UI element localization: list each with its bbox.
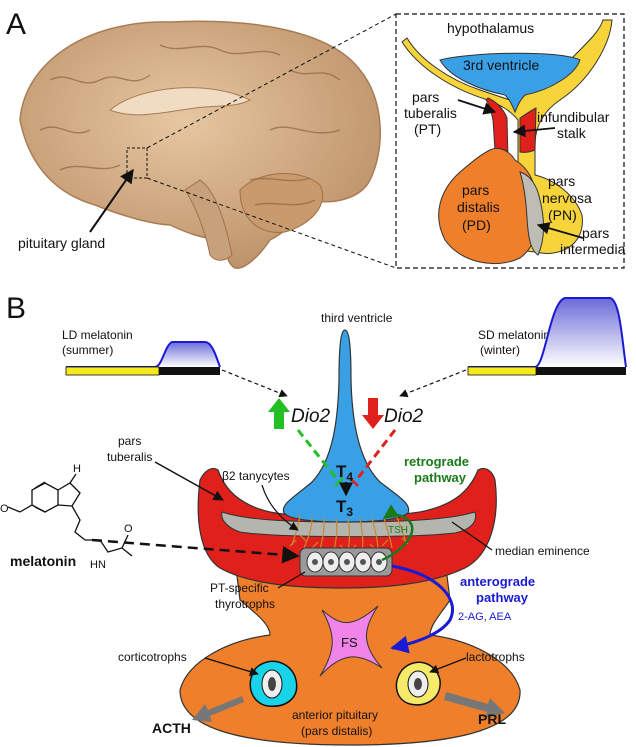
sd-melatonin-fill bbox=[468, 298, 626, 367]
acth-arrow-icon bbox=[192, 696, 244, 722]
ld-dark-bar bbox=[159, 367, 220, 375]
brain-image bbox=[19, 20, 381, 269]
sd-light-bar bbox=[467, 366, 537, 376]
zoom-line-bottom bbox=[146, 177, 397, 269]
tsh-label: TSH bbox=[388, 525, 408, 536]
lactotroph-cell bbox=[395, 661, 441, 706]
melatonin-label: melatonin bbox=[10, 553, 76, 569]
anterograde-line1: anterograde bbox=[460, 574, 535, 589]
carbonyl-o: O bbox=[124, 523, 133, 535]
pt-label-line2: tuberalis bbox=[107, 450, 152, 464]
third-ventricle-inset-label: 3rd ventricle bbox=[463, 57, 539, 73]
thyrotrophs-leader bbox=[277, 571, 306, 589]
stalk-label-line1: infundibular bbox=[537, 109, 610, 125]
pd-inset-line3: (PD) bbox=[462, 217, 491, 233]
dio2-down-tick bbox=[349, 477, 359, 487]
stalk-label-line2: stalk bbox=[557, 125, 587, 141]
corticotrophs-label: corticotrophs bbox=[118, 650, 187, 664]
dio2-up-dashed bbox=[296, 429, 338, 479]
t3-label: T3 bbox=[336, 497, 353, 519]
pituitary-zoom-box bbox=[126, 147, 148, 179]
tanycytes-arrow bbox=[261, 484, 299, 531]
dio2-up-label: Dio2 bbox=[291, 406, 331, 427]
tanycytes-label: β2 tanycytes bbox=[222, 469, 290, 483]
anterior-pituitary-line2: (pars distalis) bbox=[301, 724, 372, 738]
pt-inset-arrow bbox=[457, 99, 497, 115]
pd-inset-line1: pars bbox=[462, 182, 489, 198]
indole-nh: H bbox=[73, 463, 81, 475]
corticotroph-cell bbox=[249, 660, 298, 707]
t4-label: T4 bbox=[336, 462, 353, 484]
dio2-down-label: Dio2 bbox=[384, 406, 424, 427]
dio2-up-tick bbox=[334, 477, 344, 487]
panel-a-letter: A bbox=[6, 8, 26, 41]
pituitary-gland-arrow bbox=[89, 168, 134, 233]
stalk-arrow bbox=[512, 124, 556, 138]
pd-inset-line2: distalis bbox=[457, 199, 500, 215]
ld-melatonin-fill bbox=[66, 342, 220, 367]
sd-melatonin-line2: (winter) bbox=[480, 343, 520, 357]
ld-melatonin-curve bbox=[66, 341, 221, 368]
amide-hn: HN bbox=[90, 559, 106, 571]
ld-to-dio2-arrow bbox=[221, 369, 288, 398]
ld-melatonin-line2: (summer) bbox=[62, 343, 113, 357]
acth-label: ACTH bbox=[152, 720, 191, 736]
anterograde-line2: pathway bbox=[476, 590, 529, 605]
lactotrophs-label: lactotrophs bbox=[466, 650, 525, 664]
pn-inset-line2: nervosa bbox=[542, 190, 592, 206]
anterior-pituitary-line1: anterior pituitary bbox=[292, 708, 378, 722]
methoxy-o: O bbox=[0, 503, 9, 515]
ld-melatonin-line1: LD melatonin bbox=[62, 328, 133, 342]
dio2-up-arrow-icon bbox=[268, 398, 290, 429]
pt-inset-line3: (PT) bbox=[414, 121, 441, 137]
lactotrophs-arrow bbox=[429, 657, 467, 674]
pn-inset-line3: (PN) bbox=[548, 207, 577, 223]
ld-light-bar bbox=[65, 366, 160, 376]
retrograde-line2: pathway bbox=[414, 470, 467, 485]
pt-thyrotroph-cells bbox=[299, 547, 393, 577]
zoom-line-top bbox=[146, 13, 397, 149]
median-eminence-label: median eminence bbox=[495, 544, 590, 558]
median-eminence-leader bbox=[451, 521, 493, 551]
melatonin-arrow bbox=[91, 538, 300, 564]
ag-aea-label: 2-AG, AEA bbox=[458, 611, 512, 623]
prl-arrow-icon bbox=[444, 692, 505, 718]
fs-cell-shape bbox=[319, 605, 383, 677]
sd-to-dio2-arrow bbox=[399, 369, 467, 398]
pt-label-line1: pars bbox=[118, 434, 141, 448]
panel-b-letter: B bbox=[6, 292, 26, 325]
pi-inset-line2: intermedia bbox=[560, 241, 626, 257]
retrograde-arrow bbox=[381, 504, 414, 562]
anterograde-arrow bbox=[390, 564, 454, 654]
corticotrophs-arrow bbox=[204, 657, 259, 676]
pituitary-gland-label: pituitary gland bbox=[18, 235, 105, 251]
pt-inset-line2: tuberalis bbox=[404, 105, 457, 121]
thyrotrophs-line2: thyrotrophs bbox=[215, 597, 275, 611]
pt-label-arrow bbox=[154, 461, 224, 501]
retrograde-line1: retrograde bbox=[404, 454, 469, 469]
pi-inset-line1: pars bbox=[582, 225, 609, 241]
pi-inset-arrow bbox=[536, 222, 584, 239]
thyrotrophs-line1: PT-specific bbox=[210, 581, 269, 595]
fs-label: FS bbox=[341, 635, 358, 650]
pn-inset-line1: pars bbox=[548, 173, 575, 189]
melatonin-molecule bbox=[7, 473, 133, 557]
sd-melatonin-curve bbox=[468, 297, 627, 368]
sd-melatonin-line1: SD melatonin bbox=[478, 328, 550, 342]
hypothalamus-label: hypothalamus bbox=[447, 20, 534, 36]
sd-dark-bar bbox=[536, 367, 626, 375]
dio2-down-dashed bbox=[356, 429, 397, 479]
prl-label: PRL bbox=[478, 711, 506, 727]
pt-inset-line1: pars bbox=[412, 89, 439, 105]
dio2-down-arrow-icon bbox=[362, 398, 384, 429]
third-ventricle-shape bbox=[282, 329, 410, 523]
inset-anatomy bbox=[401, 19, 613, 265]
third-ventricle-label: third ventricle bbox=[321, 311, 393, 325]
